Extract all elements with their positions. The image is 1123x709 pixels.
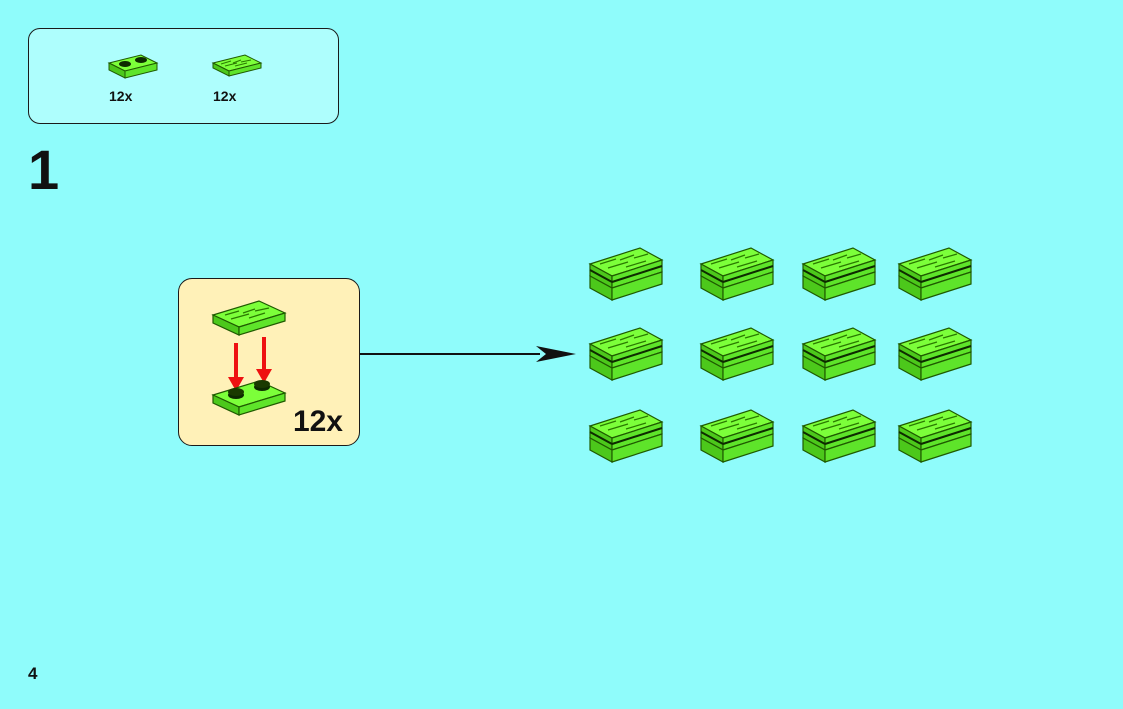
result-brick xyxy=(801,404,877,468)
subassembly-qty: 12x xyxy=(292,405,343,438)
part-qty-label: 12x xyxy=(109,88,133,104)
red-arrows xyxy=(228,337,272,391)
assembled-brick-icon xyxy=(699,409,775,464)
result-brick xyxy=(897,322,973,386)
page-number: 4 xyxy=(28,664,38,683)
assembled-brick-icon xyxy=(699,247,775,302)
parts-list-box: 12x 12x xyxy=(28,28,339,124)
result-brick xyxy=(588,242,664,306)
assembly-diagram-icon xyxy=(211,300,287,416)
result-brick xyxy=(588,322,664,386)
result-brick xyxy=(897,404,973,468)
step-number: 1 xyxy=(28,138,60,201)
tile-piece xyxy=(211,300,287,336)
assembled-brick-icon xyxy=(801,247,877,302)
part-qty-label: 12x xyxy=(213,88,237,104)
result-arrow xyxy=(360,346,576,362)
result-brick xyxy=(801,322,877,386)
subassembly-box: 12x xyxy=(178,278,360,446)
result-brick xyxy=(699,322,775,386)
result-brick xyxy=(588,404,664,468)
plate-with-studs-icon xyxy=(107,54,159,79)
assembled-brick-icon xyxy=(897,327,973,382)
result-brick xyxy=(699,242,775,306)
result-brick xyxy=(897,242,973,306)
assembled-brick-icon xyxy=(588,327,664,382)
result-brick xyxy=(699,404,775,468)
assembled-brick-icon xyxy=(699,327,775,382)
plate-piece xyxy=(211,380,287,416)
assembled-brick-icon xyxy=(801,327,877,382)
part-tile-1x2-printed: 12x xyxy=(211,51,271,111)
part-plate-1x2: 12x xyxy=(107,51,167,111)
assembled-brick-icon xyxy=(588,247,664,302)
result-brick xyxy=(801,242,877,306)
printed-tile-icon xyxy=(211,54,263,77)
assembled-brick-icon xyxy=(897,247,973,302)
assembled-brick-icon xyxy=(801,409,877,464)
assembled-brick-icon xyxy=(588,409,664,464)
assembled-brick-icon xyxy=(897,409,973,464)
